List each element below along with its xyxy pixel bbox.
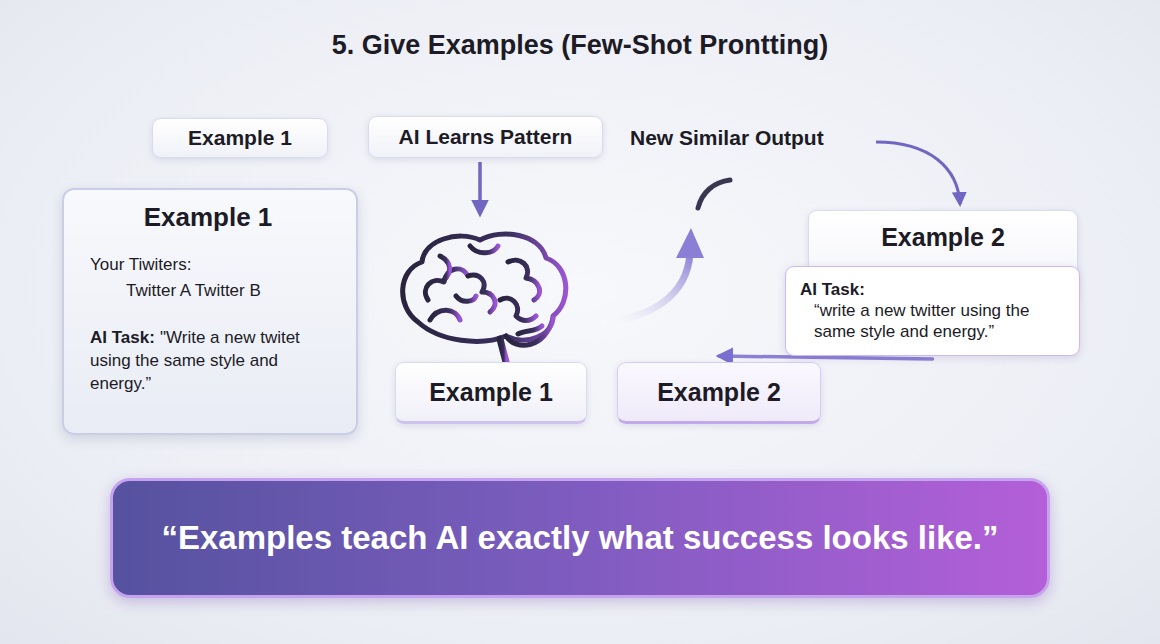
node-heading: Example 1 bbox=[429, 378, 553, 407]
example-box: Example 2 bbox=[617, 362, 821, 424]
label-text: New Similar Output bbox=[630, 126, 824, 150]
node-text: AI Task: bbox=[90, 328, 155, 347]
curved-connector bbox=[719, 356, 933, 359]
diagram-title: 5. Give Examples (Few-Shot Prontting) bbox=[0, 30, 1160, 61]
node-heading: AI Learns Pattern bbox=[399, 125, 573, 149]
node-text: Twitter A Twitter B bbox=[90, 281, 336, 301]
example-box: Example 1 bbox=[395, 362, 587, 424]
task-box: AI Task:“write a new twitter using the s… bbox=[785, 266, 1080, 356]
node-heading: “Examples teach AI exactly what success … bbox=[161, 519, 998, 557]
pattern-pill: AI Learns Pattern bbox=[368, 116, 603, 158]
example-pill: Example 1 bbox=[152, 118, 328, 158]
brain-icon bbox=[403, 234, 566, 362]
node-heading: Example 1 bbox=[90, 202, 336, 233]
quote-banner: “Examples teach AI exactly what success … bbox=[110, 478, 1050, 598]
example-card: Example 1 Your Tiwiters: Twitter A Twitter… bbox=[62, 188, 358, 435]
node-text: Your Tiwiters: bbox=[90, 255, 336, 275]
arc-stroke bbox=[698, 180, 730, 208]
node-heading: Example 2 bbox=[881, 223, 1005, 252]
node-heading: Example 2 bbox=[657, 378, 781, 407]
output-arrow-head bbox=[676, 228, 704, 258]
down-arrow bbox=[478, 162, 482, 214]
node-heading: Example 1 bbox=[188, 126, 292, 150]
node-text: “write a new twitter using the same styl… bbox=[800, 300, 1067, 343]
node-heading: AI Task: bbox=[800, 280, 1067, 300]
output-arrow bbox=[604, 252, 690, 322]
curved-arrow bbox=[876, 142, 960, 204]
